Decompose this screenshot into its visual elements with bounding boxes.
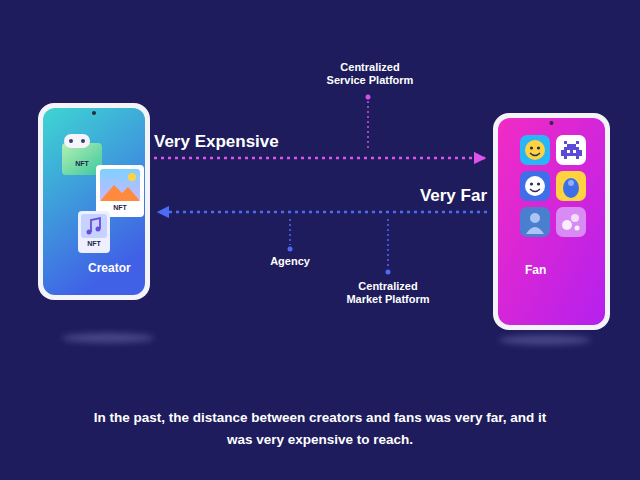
caption: In the past, the distance between creato… [80,407,560,451]
bubble [571,214,579,222]
pixel [570,147,573,150]
card [96,165,144,217]
creator-phone: Creator NFT NFT NFT [38,103,150,300]
image-frame [100,169,140,201]
phone-screen [43,108,145,295]
pixel [573,147,576,150]
pixel [564,147,567,150]
pixel [567,144,570,147]
emoji-eye [537,182,540,185]
avatar-blob [563,178,579,198]
pixel [573,144,576,147]
leader-line [387,219,389,268]
avatar-shine [568,180,574,186]
callout-label: Centralized Service Platform [324,61,416,87]
emoji-eye [530,182,533,185]
app-icon [520,171,550,201]
pixel [564,153,567,156]
leader-dot [386,270,391,275]
controller-button [81,139,85,143]
app-icon [520,207,550,237]
node-label: Fan [525,263,546,277]
leader-line [367,101,369,150]
card [78,211,110,253]
illustration [493,113,610,330]
app-icon [520,135,550,165]
pixel [576,153,579,156]
node-label: NFT [75,160,89,168]
pixel [573,153,576,156]
emoji-face [525,176,545,196]
emoji-mouth [530,189,540,192]
dashed-arrow [154,157,485,160]
pixel [561,153,564,156]
phone-bezel [38,103,150,300]
dashed-arrow [158,211,487,214]
pixel [564,156,567,159]
pixel [564,141,567,144]
music-note [87,230,92,235]
app-icon [556,171,586,201]
pixel [579,153,582,156]
nft-card: NFT [96,165,144,217]
image-sun [128,173,136,181]
pixel [567,147,570,150]
music-note [96,227,101,232]
leader-line [289,219,291,245]
pixel [576,141,579,144]
pixel [570,153,573,156]
pixel [576,150,579,153]
app-icon [556,135,586,165]
person-head [530,213,540,223]
leader-dot [366,95,371,100]
pixel [561,150,564,153]
pixel [564,150,567,153]
pixel [576,156,579,159]
phone-camera [550,121,554,125]
phone-shadow [499,335,591,345]
music-note [91,218,100,232]
pixel [579,150,582,153]
node-label: NFT [113,204,127,212]
image-mountain [100,185,140,201]
leader-dot [288,247,293,252]
pixel [570,144,573,147]
emoji-mouth [530,153,540,156]
phone-shadow [62,333,154,343]
pixel [576,147,579,150]
pixel [570,150,573,153]
bubble [575,226,580,231]
phone-screen [498,118,605,325]
bubble [562,220,572,230]
callout-label: Centralized Market Platform [342,280,434,306]
phone-bezel [493,113,610,330]
pixel [567,153,570,156]
app-icon [556,207,586,237]
fan-phone: Fan [493,113,610,330]
emoji-eye [530,146,533,149]
edge-label: Very Expensive [154,132,279,152]
controller-button [69,139,73,143]
game-controller [64,134,90,148]
node-label: NFT [87,240,101,248]
nft-card: NFT [78,211,110,253]
emoji-eye [537,146,540,149]
emoji-face [525,140,545,160]
person-body [526,227,544,234]
node-label: Creator [88,261,131,275]
phone-camera [92,111,96,115]
music-frame [81,214,107,238]
callout-label: Agency [244,255,336,268]
edge-label: Very Far [420,186,487,206]
